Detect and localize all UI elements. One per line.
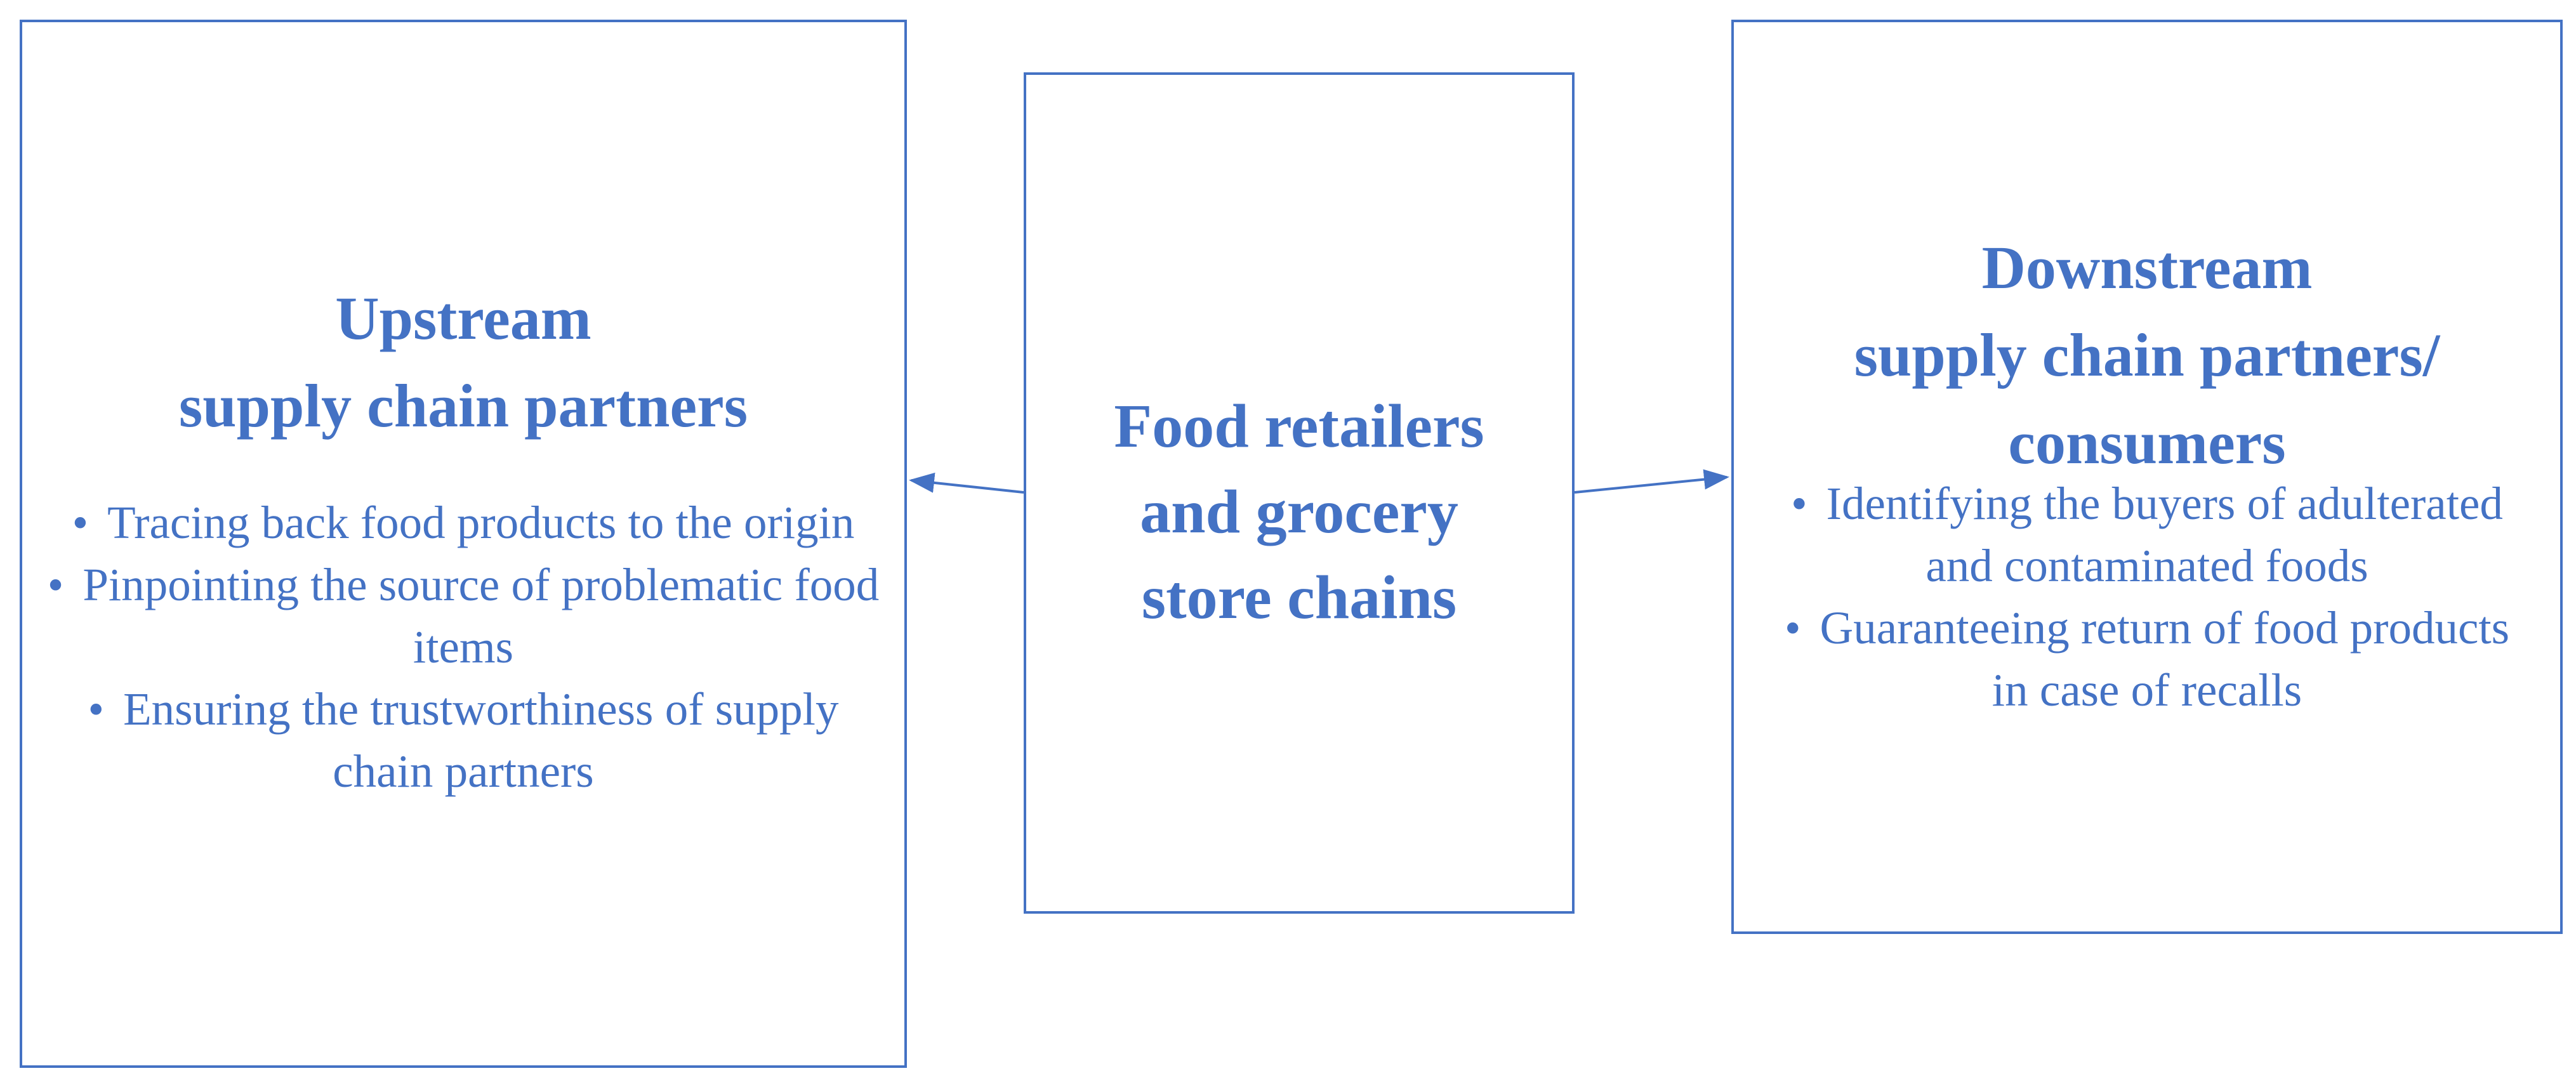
- retailers-title: Food retailers and grocery store chains: [1114, 392, 1484, 632]
- downstream-title: Downstream supply chain partners/ consum…: [1854, 233, 2440, 477]
- downstream-bullet: Guaranteeing return of food products in …: [1778, 597, 2516, 721]
- upstream-bullet: Ensuring the trustworthiness of supply c…: [41, 678, 885, 803]
- upstream-bullet: Pinpointing the source of problematic fo…: [41, 554, 885, 678]
- retailers-box: Food retailers and grocery store chains: [1024, 72, 1575, 914]
- arrow-to-downstream: [1574, 469, 1729, 494]
- downstream-bullet-list: Identifying the buyers of adulterated an…: [1734, 473, 2560, 721]
- arrow-to-upstream: [909, 472, 1024, 494]
- upstream-box: Upstream supply chain partners Tracing b…: [20, 20, 907, 1068]
- upstream-bullet: Tracing back food products to the origin: [41, 492, 885, 554]
- upstream-title: Upstream supply chain partners: [178, 284, 748, 440]
- upstream-bullet-list: Tracing back food products to the origin…: [22, 492, 904, 803]
- downstream-bullet: Identifying the buyers of adulterated an…: [1778, 473, 2516, 597]
- downstream-box: Downstream supply chain partners/ consum…: [1731, 20, 2563, 934]
